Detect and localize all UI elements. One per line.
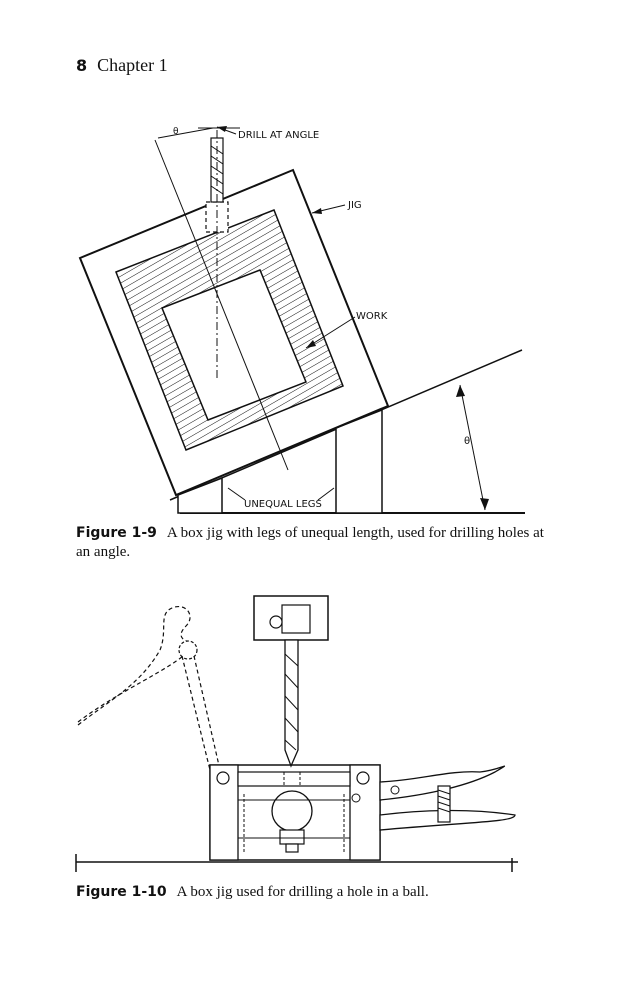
figure-1-10-text: A box jig used for drilling a hole in a …	[176, 884, 429, 900]
legs-label: UNEQUAL LEGS	[244, 499, 322, 510]
swing-lever	[77, 606, 191, 726]
short-leg	[177, 476, 223, 514]
jig-label: JIG	[347, 200, 362, 211]
jig-axis	[154, 139, 289, 471]
chapter-title: Chapter 1	[97, 55, 168, 75]
work-cavity	[161, 269, 307, 421]
figure-1-9-label: Figure 1-9	[76, 525, 157, 541]
figure-1-10-diagram	[75, 595, 518, 872]
ball-workpiece	[271, 790, 313, 832]
figure-1-9-diagram: θ θ DRILL AT ANGLE JIG WORK UNEQUAL LEGS	[78, 126, 525, 514]
running-header: 8 Chapter 1	[76, 55, 168, 76]
theta-incline-label: θ	[464, 436, 470, 447]
figure-1-10-label: Figure 1-10	[76, 884, 167, 900]
clamp-handle	[379, 765, 505, 801]
figure-1-9-text: A box jig with legs of unequal length, u…	[76, 525, 544, 560]
work-label: WORK	[356, 311, 388, 322]
figure-1-10-caption: Figure 1-10 A box jig used for drilling a…	[76, 883, 556, 902]
drill-label: DRILL AT ANGLE	[238, 130, 319, 141]
page-number: 8	[76, 56, 88, 75]
theta-drill-label: θ	[173, 127, 179, 137]
